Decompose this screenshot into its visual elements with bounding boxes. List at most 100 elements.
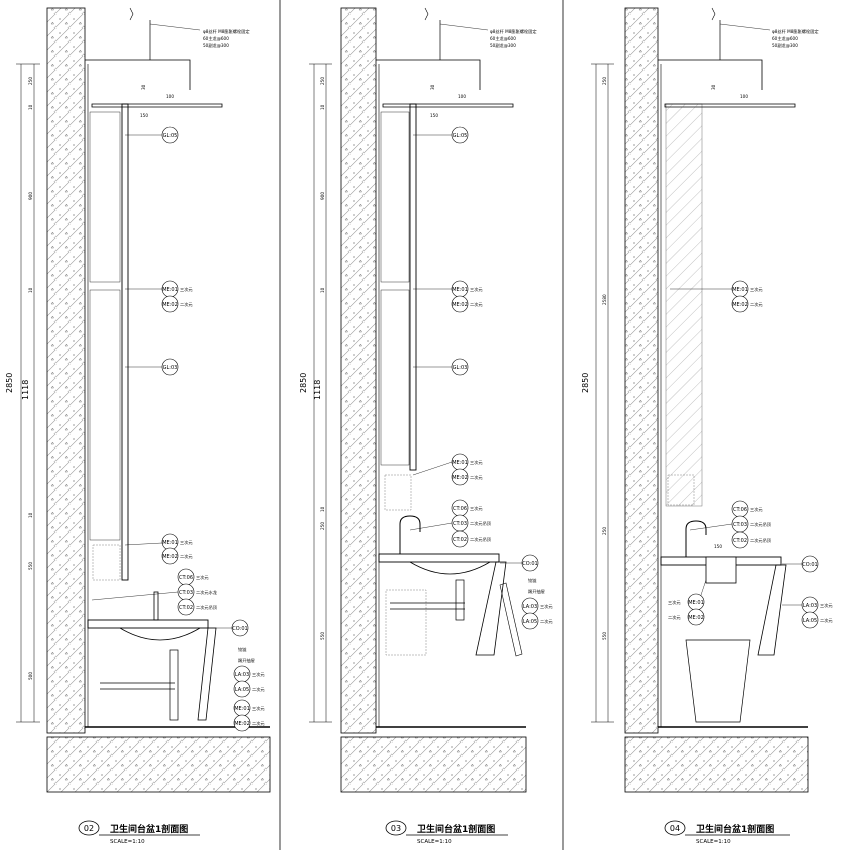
floor-slab (340, 736, 527, 793)
dim-1118: 1118 (21, 380, 30, 400)
svg-text:GL:03: GL:03 (453, 365, 468, 371)
dim-small: 100 (458, 94, 466, 99)
tag-co01: CO:01 (208, 619, 249, 637)
dim-10: 10 (28, 287, 33, 293)
dim-250: 250 (602, 77, 607, 85)
svg-text:CT:03: CT:03 (733, 522, 747, 528)
top-note: 50副龙@300 (203, 42, 229, 49)
svg-text:04: 04 (670, 824, 680, 833)
dim-total: 2850 (299, 373, 308, 393)
dim-250: 250 (320, 522, 325, 530)
floor-slab (46, 736, 271, 793)
top-note: φ8丝杆 M8膨胀螺栓固定 (490, 28, 537, 35)
svg-text:ME:01: ME:01 (162, 540, 178, 546)
dim-550: 550 (320, 632, 325, 640)
svg-text:ME:02: ME:02 (452, 302, 468, 308)
top-note: 60主龙@600 (203, 35, 229, 42)
svg-text:03: 03 (391, 824, 401, 833)
svg-text:二次元吊顶: 二次元吊顶 (470, 520, 492, 527)
svg-text:二次元: 二次元 (470, 301, 483, 308)
dim-900: 900 (28, 192, 33, 200)
dim-10: 10 (320, 506, 325, 512)
svg-text:三次元: 三次元 (180, 286, 193, 293)
section-title-03: 03 卫生间台盆1剖面图 SCALE=1:10 (385, 820, 508, 845)
dim-150: 150 (714, 544, 722, 549)
svg-text:三次元: 三次元 (470, 459, 483, 466)
svg-text:二次元: 二次元 (252, 686, 265, 693)
dim-small: 100 (740, 94, 748, 99)
note-hinge: 铰链 (238, 646, 247, 653)
svg-text:二次元吊顶: 二次元吊顶 (470, 536, 492, 543)
tag-co01: CO:01 (500, 554, 539, 572)
dim-10: 10 (28, 512, 33, 518)
top-note: 60主龙@600 (490, 35, 516, 42)
svg-text:GL:05: GL:05 (453, 133, 468, 139)
svg-text:SCALE=1:10: SCALE=1:10 (696, 839, 731, 845)
svg-text:三次元: 三次元 (668, 599, 681, 606)
svg-text:ME:01: ME:01 (732, 287, 748, 293)
svg-text:LA:03: LA:03 (803, 603, 817, 609)
wall-hatch (340, 7, 377, 734)
svg-text:卫生间台盆1剖面图: 卫生间台盆1剖面图 (696, 823, 774, 835)
svg-text:CT:02: CT:02 (179, 605, 193, 611)
tag-gl03: GL:03 (125, 358, 179, 376)
svg-text:二次元: 二次元 (180, 553, 193, 560)
section-title-02: 02 卫生间台盆1剖面图 SCALE=1:10 (78, 820, 200, 845)
dim-total: 2850 (5, 373, 14, 393)
svg-text:三次元: 三次元 (750, 286, 763, 293)
section-03: 2850 1118 250 900 250 550 10 10 10 φ8丝杆 … (299, 7, 553, 845)
svg-text:ME:01: ME:01 (688, 600, 704, 606)
note-drawer: 踢开抽屉 (528, 588, 545, 595)
svg-text:二次元吊顶: 二次元吊顶 (196, 604, 218, 611)
svg-text:三次元: 三次元 (180, 539, 193, 546)
dim-550: 550 (602, 632, 607, 640)
svg-text:GL:03: GL:03 (163, 365, 178, 371)
svg-text:二次元: 二次元 (820, 617, 833, 624)
svg-text:二次元: 二次元 (540, 618, 553, 625)
dim-250: 250 (320, 77, 325, 85)
svg-text:LA:05: LA:05 (235, 687, 249, 693)
svg-text:二次元水龙: 二次元水龙 (196, 589, 218, 596)
svg-text:ME:02: ME:02 (732, 302, 748, 308)
floor-slab (624, 736, 809, 793)
svg-text:三次元: 三次元 (470, 286, 483, 293)
section-04: 2850 250 2580 250 550 φ8丝杆 M8膨胀螺栓固定 60主龙… (581, 7, 833, 845)
svg-text:三次元: 三次元 (252, 705, 265, 712)
svg-text:卫生间台盆1剖面图: 卫生间台盆1剖面图 (110, 823, 188, 835)
svg-text:二次元: 二次元 (750, 301, 763, 308)
svg-text:ME:01: ME:01 (234, 706, 250, 712)
top-note: φ8丝杆 M8膨胀螺栓固定 (203, 28, 250, 35)
dim-10: 10 (320, 104, 325, 110)
dim-150: 150 (140, 113, 148, 118)
dim-total: 2850 (581, 373, 590, 393)
svg-text:三次元: 三次元 (470, 505, 483, 512)
top-note: φ8丝杆 M8膨胀螺栓固定 (772, 28, 819, 35)
top-note: 50副龙@300 (772, 42, 798, 49)
svg-text:二次元: 二次元 (470, 474, 483, 481)
svg-text:LA:05: LA:05 (803, 618, 817, 624)
svg-text:LA:05: LA:05 (523, 619, 537, 625)
svg-text:ME:01: ME:01 (452, 287, 468, 293)
top-note: 50副龙@300 (490, 42, 516, 49)
svg-text:CT:06: CT:06 (179, 575, 193, 581)
svg-text:ME:02: ME:02 (452, 475, 468, 481)
svg-text:GL:05: GL:05 (163, 133, 178, 139)
svg-text:SCALE=1:10: SCALE=1:10 (110, 839, 145, 845)
